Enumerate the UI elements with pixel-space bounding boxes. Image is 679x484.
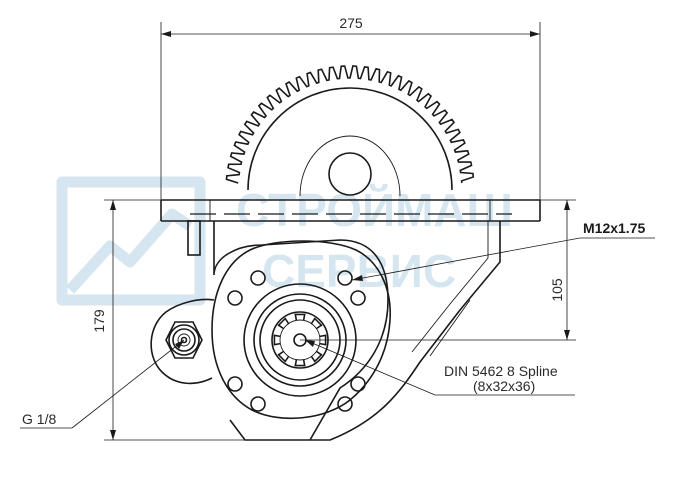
arrow-up-icon bbox=[110, 200, 116, 210]
dim-height-total-label: 179 bbox=[91, 309, 107, 333]
port-center bbox=[180, 336, 188, 344]
watermark-line2: СЕРВИС bbox=[262, 245, 456, 297]
port-hex-icon bbox=[165, 321, 203, 359]
pump-body bbox=[150, 221, 501, 441]
side-pin bbox=[187, 220, 201, 256]
gear-teeth-outline bbox=[225, 65, 475, 184]
port-ring-outer bbox=[168, 324, 200, 356]
mounting-plate bbox=[160, 199, 541, 256]
dimensions: 275 179 105 bbox=[91, 15, 576, 441]
thread-label: M12x1.75 bbox=[583, 220, 645, 236]
arrow-leader-icon bbox=[175, 340, 184, 349]
bolt-hole-icon bbox=[350, 376, 366, 392]
body-outline bbox=[213, 221, 501, 441]
arrow-right-icon bbox=[530, 31, 540, 37]
watermark-line1: СТРОЙМАШ bbox=[236, 184, 513, 236]
bolt-hole-icon bbox=[227, 376, 243, 392]
bolt-hole-icon bbox=[337, 396, 353, 412]
leader-port bbox=[71, 339, 185, 429]
bolt-hole-icon bbox=[250, 270, 266, 286]
port-label: G 1/8 bbox=[22, 411, 56, 427]
port-boss-outline bbox=[150, 298, 215, 385]
gear-shaft-circle bbox=[328, 152, 372, 196]
port-ring-inner bbox=[177, 333, 191, 347]
arrow-left-icon bbox=[161, 31, 171, 37]
spline-label-line1: DIN 5462 8 Spline bbox=[444, 363, 558, 379]
body-inner-outline bbox=[411, 221, 489, 357]
gear bbox=[225, 65, 475, 197]
gear-inner-arc bbox=[247, 87, 453, 191]
leader-thread bbox=[351, 237, 581, 281]
bolt-hole-icon bbox=[250, 396, 266, 412]
callouts: M12x1.75 DIN 5462 8 Spline (8x32x36) G 1… bbox=[20, 220, 655, 429]
port-ring bbox=[172, 328, 196, 352]
bolt-hole-icon bbox=[227, 290, 243, 306]
arrow-down-icon bbox=[564, 330, 570, 340]
gear-hub-arc bbox=[299, 135, 401, 197]
port-fitting bbox=[150, 298, 215, 385]
bolt-holes bbox=[227, 270, 366, 412]
arrow-leader-icon bbox=[352, 275, 363, 281]
bolt-hole-icon bbox=[350, 290, 366, 306]
dim-width-label: 275 bbox=[339, 15, 363, 31]
dim-height-flange-label: 105 bbox=[549, 278, 565, 302]
arrow-up-icon bbox=[564, 200, 570, 210]
watermark: СТРОЙМАШ СЕРВИС bbox=[56, 176, 513, 306]
bolt-hole-icon bbox=[337, 270, 353, 286]
leader-spline bbox=[304, 339, 436, 396]
arrow-leader-icon bbox=[305, 340, 315, 347]
spline-label-line2: (8x32x36) bbox=[473, 378, 535, 394]
arrow-down-icon bbox=[110, 430, 116, 440]
